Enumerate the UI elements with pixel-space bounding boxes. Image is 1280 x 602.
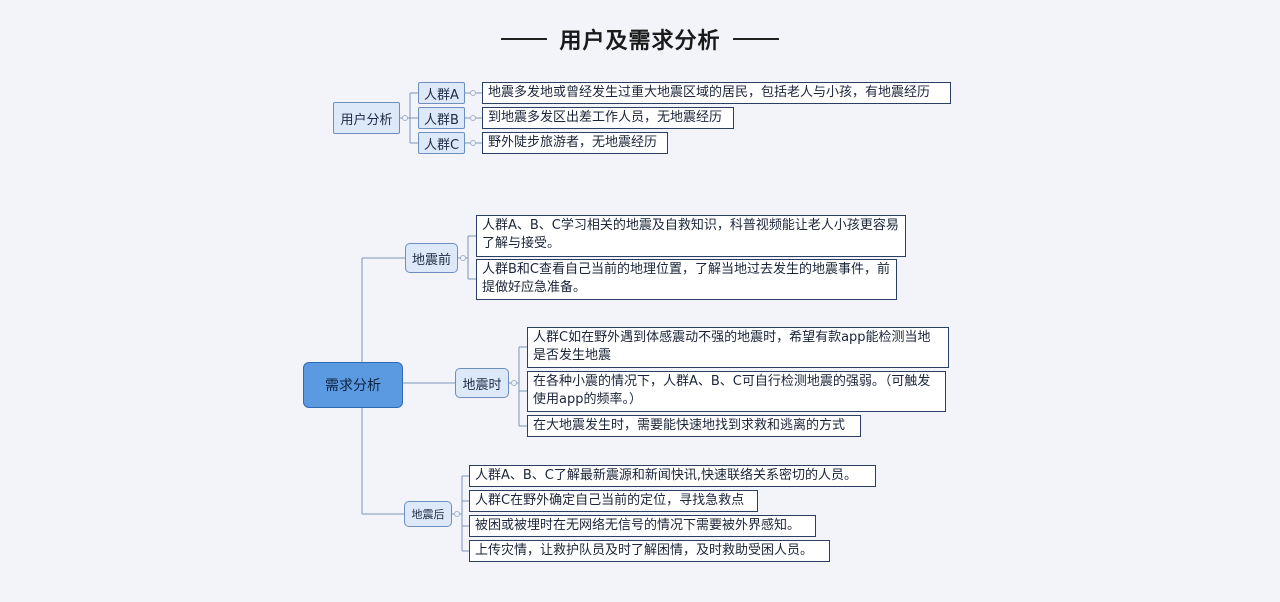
phase-during-node[interactable]: 地震时 — [455, 368, 509, 398]
before-item-2[interactable]: 人群B和C查看自己当前的地理位置，了解当地过去发生的地震事件，前提做好应急准备。 — [476, 259, 897, 300]
title-left-rule — [501, 38, 548, 40]
phase-after-node[interactable]: 地震后 — [404, 501, 452, 527]
after-item-4[interactable]: 上传灾情，让救护队员及时了解困情，及时救助受困人员。 — [469, 540, 830, 562]
group-b-node[interactable]: 人群B — [418, 107, 465, 129]
group-c-detail[interactable]: 野外陡步旅游者，无地震经历 — [482, 132, 668, 154]
page-title: 用户及需求分析 — [559, 29, 721, 54]
after-item-1[interactable]: 人群A、B、C了解最新震源和新闻快讯,快速联络关系密切的人员。 — [469, 465, 876, 487]
after-item-3[interactable]: 被困或被埋时在无网络无信号的情况下需要被外界感知。 — [469, 515, 816, 537]
during-item-2[interactable]: 在各种小震的情况下，人群A、B、C可自行检测地震的强弱。（可触发使用app的频率… — [527, 371, 946, 412]
needs-analysis-root[interactable]: 需求分析 — [303, 362, 403, 408]
before-item-1[interactable]: 人群A、B、C学习相关的地震及自救知识，科普视频能让老人小孩更容易了解与接受。 — [476, 215, 906, 257]
phase-before-node[interactable]: 地震前 — [405, 243, 458, 273]
during-item-3[interactable]: 在大地震发生时，需要能快速地找到求救和逃离的方式 — [527, 415, 861, 437]
group-c-node[interactable]: 人群C — [418, 132, 465, 154]
user-analysis-node[interactable]: 用户分析 — [333, 102, 400, 134]
title-right-rule — [732, 38, 779, 40]
group-a-detail[interactable]: 地震多发地或曾经发生过重大地震区域的居民，包括老人与小孩，有地震经历 — [482, 82, 951, 104]
title-bar: 用户及需求分析 — [0, 22, 1280, 56]
group-b-detail[interactable]: 到地震多发区出差工作人员，无地震经历 — [482, 107, 734, 129]
after-item-2[interactable]: 人群C在野外确定自己当前的定位，寻找急救点 — [469, 490, 758, 512]
during-item-1[interactable]: 人群C如在野外遇到体感震动不强的地震时，希望有款app能检测当地是否发生地震 — [527, 327, 949, 368]
group-a-node[interactable]: 人群A — [418, 82, 465, 104]
